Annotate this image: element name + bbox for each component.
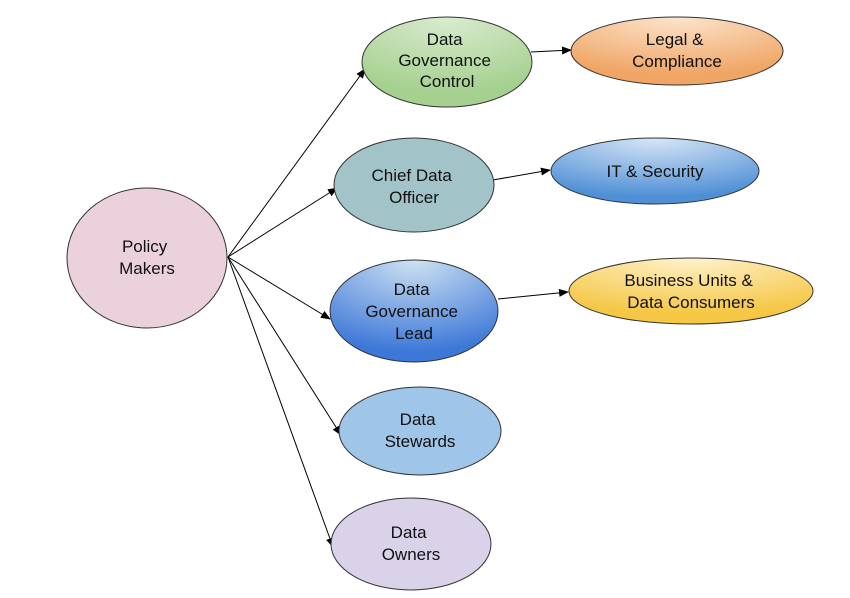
node-business-units-data-consumers: Business Units & Data Consumers bbox=[568, 257, 814, 325]
label-line: Lead bbox=[395, 324, 433, 343]
label-line: Data bbox=[394, 280, 430, 299]
label-line: Data bbox=[427, 30, 463, 49]
node-label: Chief Data Officer bbox=[371, 166, 456, 207]
node-chief-data-officer: Chief Data Officer bbox=[333, 137, 495, 233]
edge-data-governance-control-to-legal-compliance bbox=[530, 46, 572, 55]
label-line: Owners bbox=[382, 545, 441, 564]
label-line: Legal & bbox=[646, 30, 704, 49]
node-label: Data Governance Control bbox=[398, 30, 495, 91]
edge-chief-data-officer-to-it-security bbox=[492, 167, 551, 181]
node-shape bbox=[333, 137, 495, 233]
label-line: Officer bbox=[389, 188, 439, 207]
label-line: Governance bbox=[365, 302, 458, 321]
node-data-governance-control: Data Governance Control bbox=[361, 16, 533, 108]
connector-lines bbox=[227, 46, 572, 548]
node-shape bbox=[361, 16, 533, 108]
node-label: Data Governance Lead bbox=[365, 280, 462, 343]
node-legal-compliance: Legal & Compliance bbox=[570, 16, 784, 86]
label-line: Data Consumers bbox=[627, 293, 755, 312]
node-data-governance-lead: Data Governance Lead bbox=[329, 259, 499, 363]
label-line: Governance bbox=[398, 51, 491, 70]
node-data-stewards: Data Stewards bbox=[338, 386, 502, 476]
edge-policy-makers-to-data-stewards bbox=[227, 256, 342, 436]
node-shape bbox=[330, 497, 492, 591]
label-line: Makers bbox=[119, 259, 175, 278]
label-line: Business Units & bbox=[624, 271, 753, 290]
edge-data-governance-lead-to-business-units bbox=[497, 288, 569, 300]
label-line: Control bbox=[420, 72, 475, 91]
edge-policy-makers-to-data-governance-lead bbox=[227, 256, 331, 320]
label-line: Stewards bbox=[385, 432, 456, 451]
label-line: Policy bbox=[122, 237, 168, 256]
node-label: Policy Makers bbox=[119, 237, 175, 278]
node-label: Business Units & Data Consumers bbox=[624, 271, 757, 312]
node-shape bbox=[329, 259, 499, 363]
label-line: Data bbox=[391, 523, 427, 542]
label-line: Chief Data bbox=[371, 166, 452, 185]
node-label: IT & Security bbox=[607, 162, 704, 181]
edge-policy-makers-to-chief-data-officer bbox=[227, 187, 338, 258]
node-label: Data Owners bbox=[382, 523, 441, 564]
node-label: Legal & Compliance bbox=[632, 30, 722, 71]
label-line: Data bbox=[400, 410, 436, 429]
label-line: IT & Security bbox=[607, 162, 704, 181]
node-policy-makers: Policy Makers bbox=[66, 187, 228, 329]
node-shape bbox=[570, 16, 784, 86]
node-it-security: IT & Security bbox=[550, 137, 760, 205]
node-shape bbox=[338, 386, 502, 476]
node-data-owners: Data Owners bbox=[330, 497, 492, 591]
node-shape bbox=[550, 137, 760, 205]
node-label: Data Stewards bbox=[385, 410, 456, 451]
edge-policy-makers-to-data-governance-control bbox=[227, 68, 366, 258]
node-shape bbox=[66, 187, 228, 329]
node-shape bbox=[568, 257, 814, 325]
edge-policy-makers-to-data-owners bbox=[227, 256, 334, 548]
label-line: Compliance bbox=[632, 52, 722, 71]
